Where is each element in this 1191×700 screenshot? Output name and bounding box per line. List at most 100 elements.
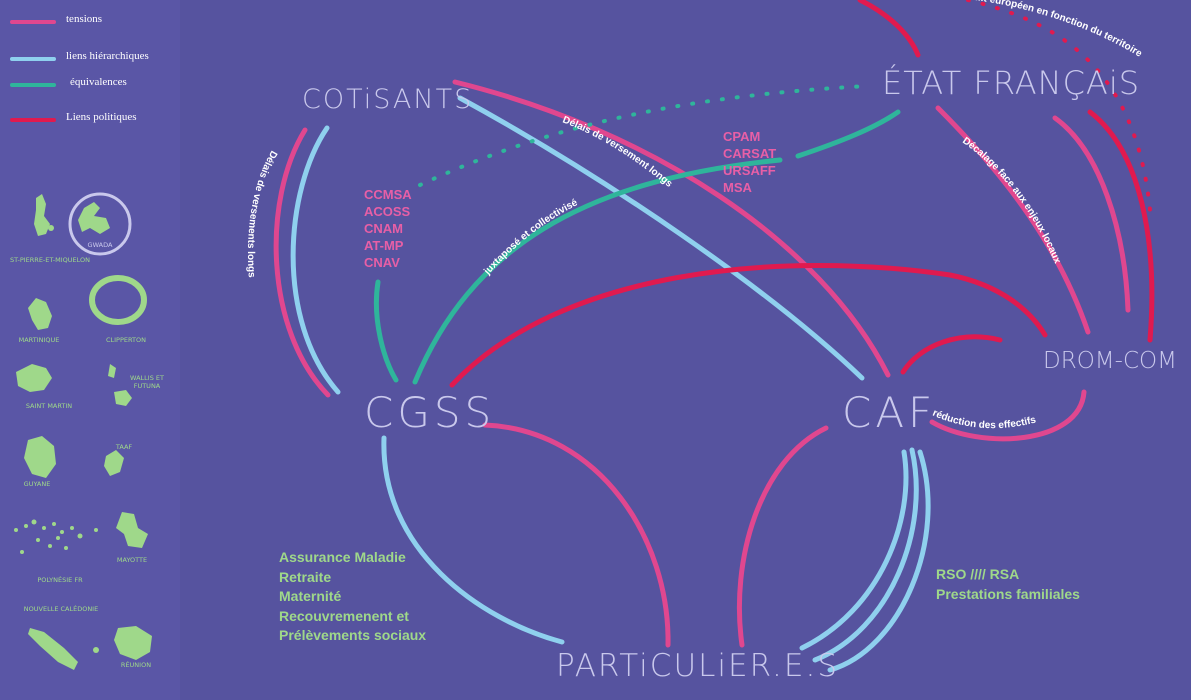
edge-label-delais-left: Délais de versements longs — [245, 148, 279, 278]
hierarchy-edges — [290, 95, 931, 673]
island-saint-pierre — [34, 194, 50, 236]
island-guyane — [24, 436, 56, 478]
edge-political-top — [857, 0, 921, 58]
edge-political-etat-dromcom — [1087, 109, 1155, 343]
edge-equiv-dotted — [418, 84, 870, 187]
territory-label-gwada: GWADA — [87, 241, 113, 249]
list-item: CNAV — [364, 255, 400, 270]
list-item: AT-MP — [364, 238, 404, 253]
edge-political-cgss-dromcom — [449, 262, 1048, 388]
gwada-highlight-circle — [68, 192, 132, 256]
legend-label-political: Liens politiques — [66, 111, 137, 123]
territory-shapes — [14, 192, 152, 670]
edge-tension-cgss-particuliers — [482, 422, 671, 648]
island-taaf — [104, 450, 124, 476]
edge-caf-particuliers-3 — [827, 449, 931, 673]
list-item: Prélèvements sociaux — [279, 627, 427, 643]
list-item: CCMSA — [364, 187, 412, 202]
edge-tension-etat-right — [1052, 115, 1131, 313]
legend-item-political: Liens politiques — [6, 108, 181, 130]
island-clipperton — [89, 275, 147, 325]
island-wallis — [108, 364, 116, 378]
edge-equiv-cgss-etat — [412, 157, 783, 385]
edge-equiv-regimes-cgss — [373, 279, 399, 383]
territory-label-wallis: WALLIS ET FUTUNA — [130, 374, 164, 390]
legend-label-hierarchy: liens hiérarchiques — [66, 50, 149, 62]
legend-label-tensions: tensions — [66, 13, 103, 25]
legend-swatch-tensions — [10, 20, 56, 24]
list-item: CARSAT — [723, 146, 777, 161]
node-etat-francais: ÉTAT FRANÇAiS — [882, 64, 1141, 102]
list-item: ACOSS — [364, 204, 411, 219]
legend-panel-bg — [0, 0, 180, 700]
node-caf: CAF — [842, 388, 937, 437]
territory-label-martinique: MARTINIQUE — [18, 336, 60, 344]
edge-label-juxtapose: juxtaposé et collectivisé — [481, 197, 579, 278]
island-reunion — [114, 626, 152, 660]
edge-caf-particuliers-2 — [812, 447, 919, 663]
legend-swatch-hierarchy — [10, 57, 56, 61]
island-saint-martin — [16, 364, 52, 392]
territory-label-nouvelle-caledonie: NOUVELLE CALÉDONIE — [23, 605, 99, 613]
island-gwada — [78, 202, 110, 234]
territory-label-reunion: RÉUNION — [120, 661, 152, 669]
equivalence-edges — [373, 84, 901, 385]
legend-swatch-equivalences — [10, 83, 56, 87]
node-cotisants: COTiSANTS — [302, 84, 474, 115]
island-miquelon — [48, 225, 54, 231]
legend-swatch-political — [10, 118, 56, 122]
list-regimes: CCMSA ACOSS CNAM AT-MP CNAV — [364, 186, 412, 271]
list-item: MSA — [723, 180, 752, 195]
list-item: Assurance Maladie — [279, 549, 406, 565]
island-nouvelle-caledonie — [28, 628, 78, 670]
island-futuna — [114, 390, 132, 406]
list-caisses: CPAM CARSAT URSAFF MSA — [723, 128, 776, 196]
edge-political-caf-dromcom — [900, 334, 1003, 375]
edge-caf-particuliers-1 — [799, 449, 909, 651]
node-particuliers: PARTiCULiER.E.S — [556, 648, 840, 684]
edge-cgss-particuliers — [381, 435, 565, 645]
list-branches: Assurance Maladie Retraite Maternité Rec… — [279, 548, 426, 646]
edge-political-dotted — [966, 0, 1152, 212]
list-item: Recouvremenent et — [279, 607, 409, 624]
list-item: RSO //// RSA — [936, 566, 1020, 582]
edge-equiv-etat-caisses — [795, 109, 901, 159]
edge-cotisants-cgss — [290, 125, 341, 395]
island-mayotte — [116, 512, 148, 548]
node-cgss: CGSS — [364, 388, 496, 437]
edge-tension-cotisants-cgss — [273, 127, 331, 398]
list-item: Prestations familiales — [936, 585, 1080, 602]
territory-label-taaf: TAAF — [115, 443, 133, 451]
territory-label-mayotte: MAYOTTE — [116, 556, 148, 564]
edge-tension-caf-particuliers — [736, 425, 829, 648]
edge-cotisants-caf — [457, 95, 865, 381]
list-prestations: RSO //// RSA Prestations familiales — [936, 565, 1080, 604]
legend-label-equivalences: équivalences — [70, 76, 127, 88]
legend-item-tensions: tensions — [6, 10, 181, 32]
tension-edges — [273, 79, 1131, 648]
territory-label-polynesie: POLYNÉSIE FR — [37, 576, 83, 584]
edge-label-delais-center: Délais de versement longs — [561, 115, 675, 190]
territory-label-saint-martin: SAINT MARTIN — [25, 402, 73, 410]
territory-label-guyane: GUYANE — [23, 480, 51, 488]
edge-label-europeen: ...t européen en fonction du territoire — [975, 0, 1145, 60]
list-item: CNAM — [364, 221, 403, 236]
edge-label-decalage: Décalage face aux enjeux locaux — [960, 135, 1063, 265]
territory-label-spm: ST-PIERRE-ET-MIQUELON — [10, 256, 90, 264]
list-item: URSAFF — [723, 163, 776, 178]
territory-label-clipperton: CLIPPERTON — [105, 336, 146, 344]
edge-tension-cotisants-caf — [452, 79, 891, 378]
node-dromcom: DROM-COM — [1043, 348, 1177, 374]
list-item: Retraite — [279, 568, 332, 585]
island-loyaute — [93, 647, 99, 653]
legend-item-hierarchy: liens hiérarchiques — [6, 47, 181, 69]
list-item: Maternité — [279, 588, 342, 604]
island-polynesie — [14, 519, 98, 554]
edge-tension-caf-dromcom — [929, 389, 1087, 442]
legend-item-equivalences: équivalences — [6, 73, 181, 95]
political-edges — [449, 0, 1155, 388]
edge-tension-etat-dromcom — [935, 105, 1091, 335]
list-item: CPAM — [723, 129, 761, 144]
island-martinique — [28, 298, 52, 330]
